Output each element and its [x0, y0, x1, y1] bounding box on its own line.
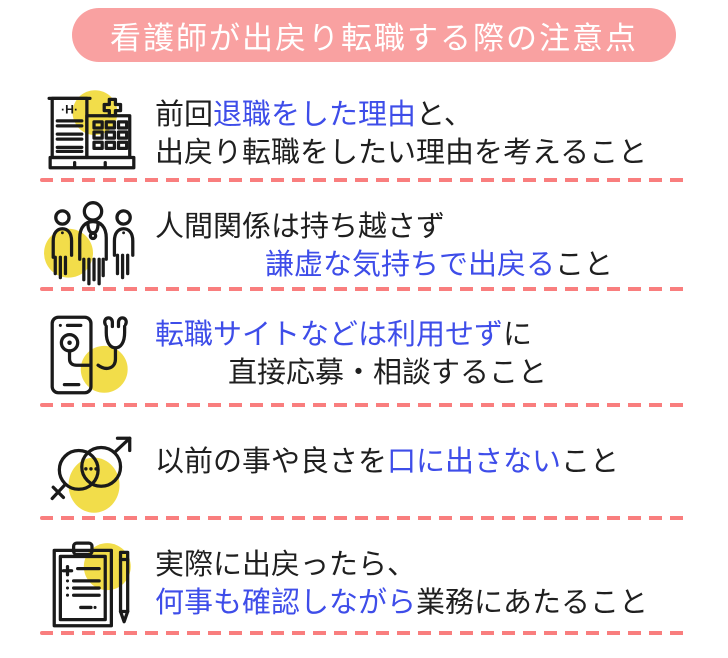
svg-text:·H·: ·H· [61, 103, 78, 117]
list-item-text: 転職サイトなどは利用せずに直接応募・相談すること [155, 316, 547, 392]
list-item-confirm-work: 実際に出戻ったら、何事も確認しながら業務にあたること [0, 520, 728, 631]
text-line: 実際に出戻ったら、 [155, 546, 648, 584]
text-line: 直接応募・相談すること [155, 354, 547, 392]
plain-text: こと [555, 249, 614, 281]
dashed-divider [40, 516, 690, 520]
hospital-icon: ·H· [42, 88, 144, 172]
title-banner: 看護師が出戻り転職する際の注意点 [72, 8, 676, 62]
list-item-no-mention: 以前の事や良さを口に出さないこと [0, 407, 728, 516]
plain-text: と、 [416, 99, 473, 131]
text-line: 何事も確認しながら業務にあたること [155, 584, 648, 622]
dashed-divider [40, 631, 690, 635]
infographic-page: { "title": { "text": "看護師が出戻り転職する際の注意点" … [0, 8, 728, 658]
text-line: 謙虚な気持ちで出戻ること [155, 246, 613, 284]
dashed-divider [40, 178, 690, 182]
medical-staff-icon [42, 200, 144, 288]
list-item-direct-apply: 転職サイトなどは利用せずに直接応募・相談すること [0, 291, 728, 403]
list-item-text: 実際に出戻ったら、何事も確認しながら業務にあたること [155, 546, 648, 622]
plain-text: こと [561, 446, 620, 478]
plain-text: に [503, 319, 533, 351]
list-item-relationships: 人間関係は持ち越さず謙虚な気持ちで出戻ること [0, 182, 728, 287]
highlighted-text: 転職サイトなどは利用せず [155, 319, 504, 351]
plain-text: 業務にあたること [416, 587, 649, 619]
list-item-reasons: ·H· 前回退職をした理由と、出戻り転職をしたい理由を考えること [0, 62, 728, 178]
dashed-divider [40, 287, 690, 291]
text-line: 人間関係は持ち越さず [155, 208, 613, 246]
plain-text: 実際に出戻ったら、 [155, 549, 417, 581]
highlighted-text: 口に出さない [387, 446, 562, 478]
text-line: 転職サイトなどは利用せずに [155, 316, 547, 354]
page-title: 看護師が出戻り転職する際の注意点 [110, 20, 638, 56]
highlighted-text: 何事も確認しながら [155, 587, 417, 619]
plain-text: 出戻り転職をしたい理由を考えること [155, 137, 648, 169]
gender-symbols-icon [42, 433, 144, 515]
plain-text: 前回 [155, 99, 214, 131]
phone-stethoscope-icon [42, 313, 144, 397]
list-item-text: 以前の事や良さを口に出さないこと [155, 443, 619, 481]
text-line: 出戻り転職をしたい理由を考えること [155, 134, 647, 172]
plain-text: 人間関係は持ち越さず [155, 211, 446, 243]
list-item-text: 前回退職をした理由と、出戻り転職をしたい理由を考えること [155, 96, 647, 172]
text-line: 前回退職をした理由と、 [155, 96, 647, 134]
highlighted-text: 退職をした理由 [213, 99, 417, 131]
plain-text: 直接応募・相談すること [228, 357, 548, 389]
plain-text: 以前の事や良さを [155, 446, 388, 478]
clipboard-pencil-icon [42, 540, 144, 630]
list-item-text: 人間関係は持ち越さず謙虚な気持ちで出戻ること [155, 208, 613, 284]
dashed-divider [40, 403, 690, 407]
text-line: 以前の事や良さを口に出さないこと [155, 443, 619, 481]
highlighted-text: 謙虚な気持ちで出戻る [265, 249, 556, 281]
